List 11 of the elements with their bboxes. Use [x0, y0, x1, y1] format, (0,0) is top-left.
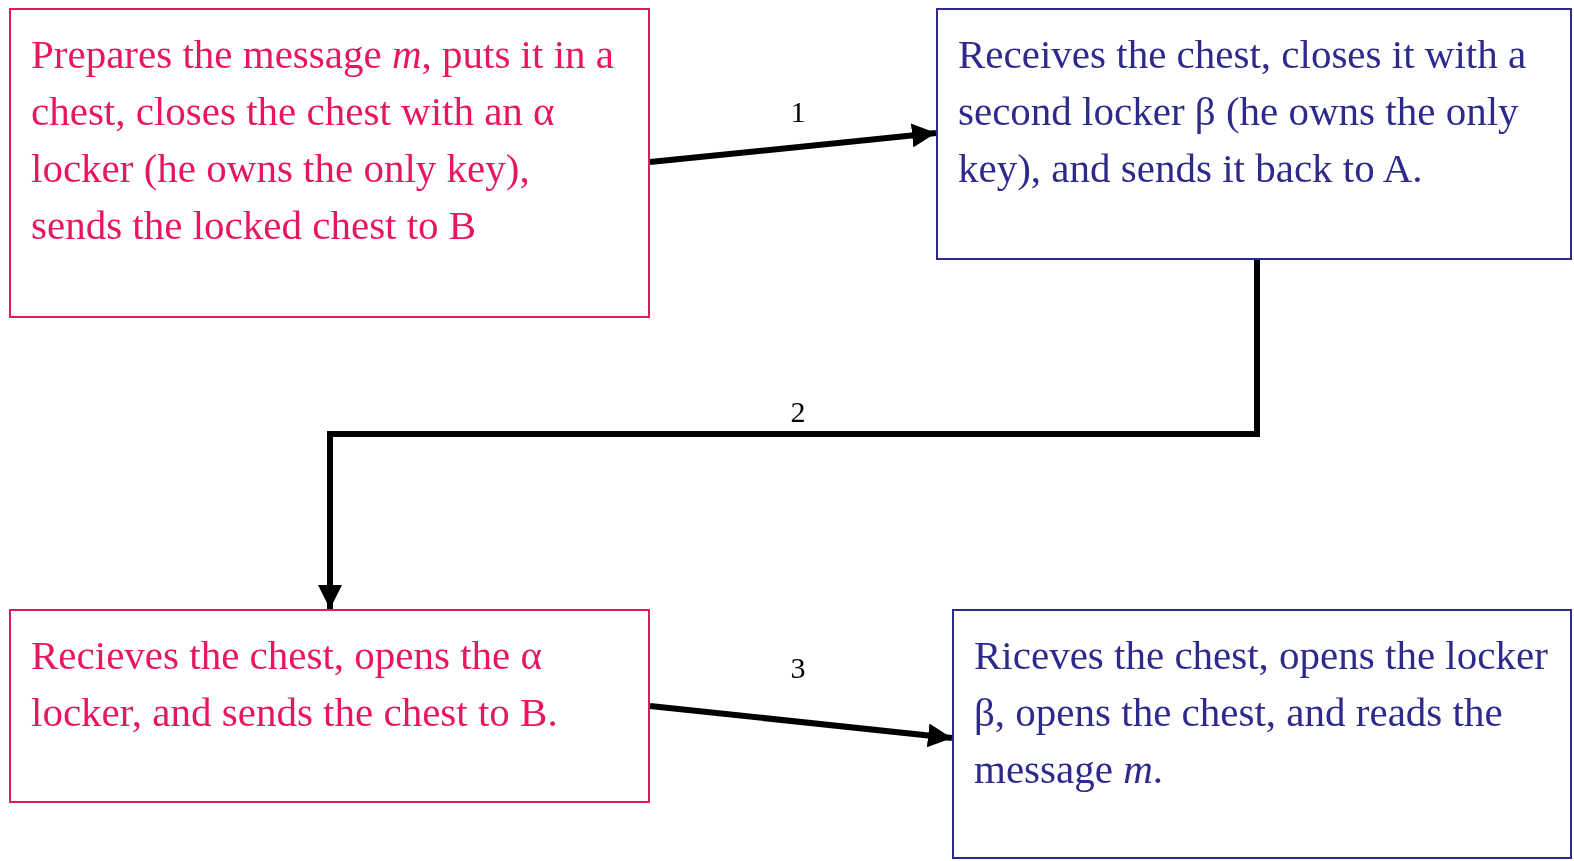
step-text: Riceves the chest, opens the locker β, opens the chest, and reads the message m. — [974, 632, 1548, 792]
step-text: Receives the chest, closes it with a second locker β (he owns the only key), and sends it back to A. — [958, 31, 1527, 191]
step-box — [952, 609, 1572, 859]
step-text: Prepares the message m, puts it in a chest, closes the chest with an α locker (he owns the only key), sends the locked chest to B — [31, 31, 614, 248]
step-text: Recieves the chest, opens the α locker, and sends the chest to B. — [31, 632, 558, 735]
arrow — [649, 703, 953, 748]
step-box — [9, 8, 650, 318]
arrow — [318, 260, 1260, 609]
step-box — [936, 8, 1572, 260]
arrow — [649, 123, 937, 165]
step-box — [9, 609, 650, 803]
